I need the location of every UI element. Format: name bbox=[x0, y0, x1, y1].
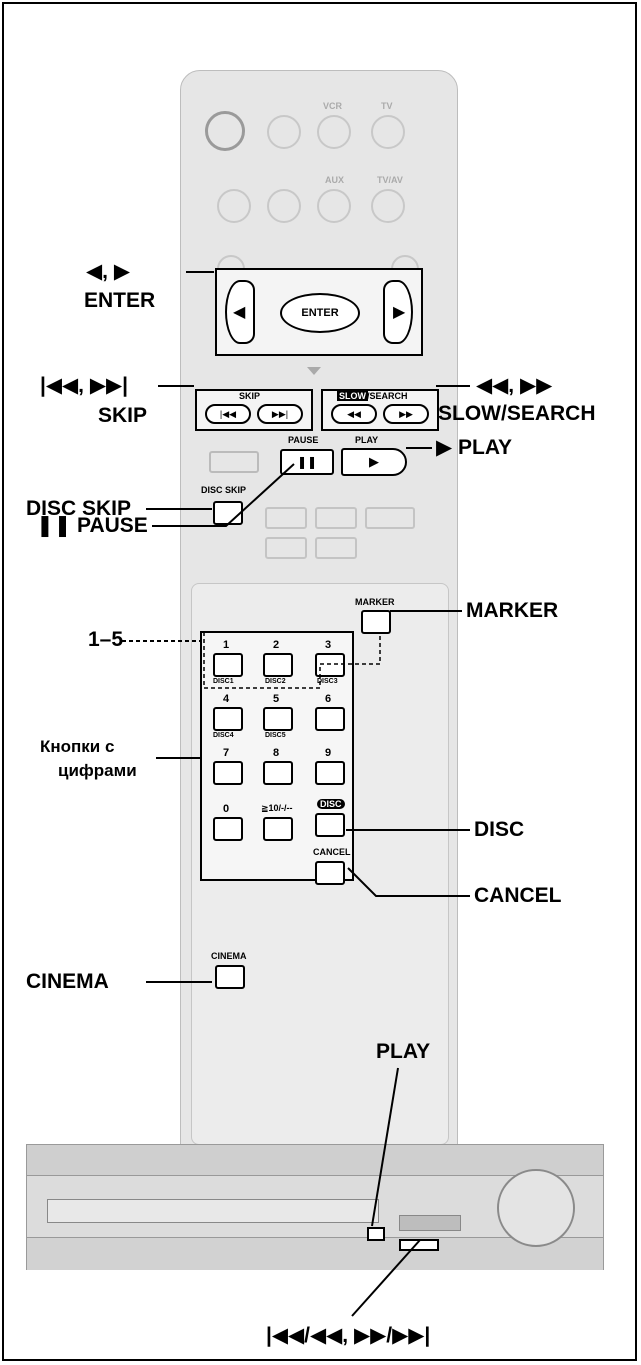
label-skip-symbols: |◀◀, ▶▶| bbox=[40, 374, 128, 398]
label-cancel: CANCEL bbox=[474, 884, 562, 908]
callout-cancel bbox=[348, 868, 470, 896]
label-enter: ENTER bbox=[84, 289, 155, 313]
one-to-five-bracket bbox=[204, 632, 380, 688]
label-unit-play: PLAY bbox=[376, 1040, 430, 1064]
label-skip: SKIP bbox=[98, 404, 147, 428]
label-one-to-five: 1–5 bbox=[88, 628, 123, 652]
label-marker: MARKER bbox=[466, 599, 558, 623]
callout-pause bbox=[152, 464, 294, 526]
label-arrows: ◀, ▶ bbox=[86, 260, 130, 284]
label-cinema: CINEMA bbox=[26, 970, 109, 994]
label-slow-search: SLOW/SEARCH bbox=[438, 402, 596, 426]
label-number-buttons-line2: цифрами bbox=[58, 760, 137, 782]
label-disc: DISC bbox=[474, 818, 524, 842]
label-pause: ❚❚ PAUSE bbox=[36, 514, 148, 538]
label-search-symbols: ◀◀, ▶▶ bbox=[476, 374, 552, 398]
label-unit-skip-search: |◀◀/◀◀, ▶▶/▶▶| bbox=[266, 1324, 430, 1348]
label-number-buttons-line1: Кнопки с bbox=[40, 736, 114, 758]
callout-unit-skip bbox=[352, 1240, 420, 1316]
label-play: ▶ PLAY bbox=[436, 436, 512, 460]
callout-unit-play bbox=[372, 1068, 398, 1226]
